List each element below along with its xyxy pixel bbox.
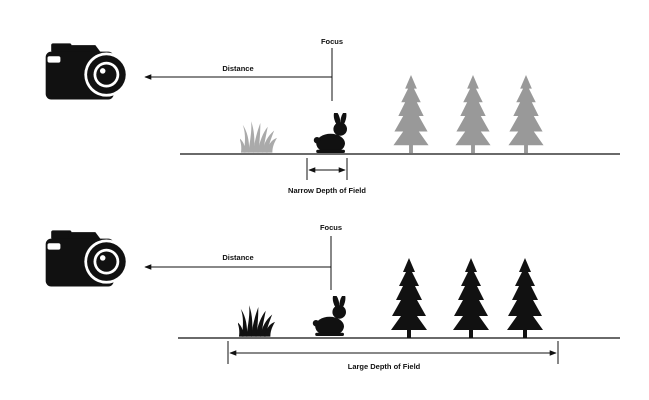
tree-icon — [507, 258, 543, 338]
dof-label: Large Depth of Field — [348, 362, 421, 371]
camera-icon — [45, 230, 129, 287]
rabbit-icon — [312, 296, 347, 336]
distance-label: Distance — [222, 253, 253, 262]
tree-icon — [453, 258, 489, 338]
focus-label: Focus — [321, 37, 343, 46]
camera-icon — [45, 43, 129, 100]
panel-large-depth-of-field: Focus Distance Large Depth of Field — [45, 223, 620, 371]
grass-icon — [240, 121, 277, 153]
tree-icon — [508, 75, 544, 153]
tree-icon — [393, 75, 429, 153]
panel-narrow-depth-of-field: Focus Distance Narrow Depth of Field — [45, 37, 620, 195]
distance-label: Distance — [222, 64, 253, 73]
rabbit-icon — [313, 113, 348, 153]
tree-icon — [391, 258, 427, 338]
grass-icon — [238, 305, 275, 337]
dof-label: Narrow Depth of Field — [288, 186, 366, 195]
tree-icon — [455, 75, 491, 153]
focus-label: Focus — [320, 223, 342, 232]
